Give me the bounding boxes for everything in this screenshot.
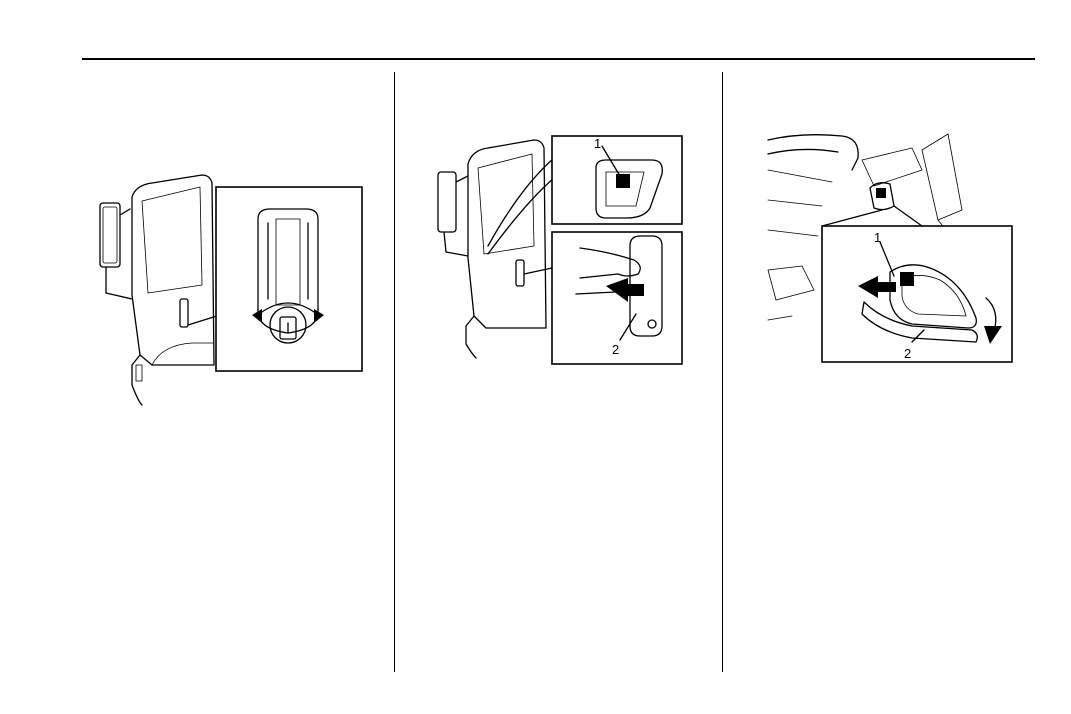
- figure-exterior-handle: 1 2: [430, 128, 690, 368]
- truck-cab-drawing: [100, 175, 220, 405]
- header-rule: [82, 58, 1035, 60]
- column-divider-right: [722, 72, 723, 672]
- lock-detail-inset: [216, 187, 362, 371]
- callout-2: 2: [904, 346, 911, 361]
- truck-cab-drawing: [438, 140, 554, 358]
- column-divider-left: [394, 72, 395, 672]
- callout-1: 1: [594, 136, 601, 151]
- handle-lock-inset: 1: [552, 136, 682, 224]
- callout-2: 2: [612, 342, 619, 357]
- figure-interior-handle: 1 2: [762, 130, 1022, 370]
- callout-1: 1: [874, 230, 881, 245]
- handle-pull-inset: 2: [552, 232, 682, 364]
- figure-exterior-key-lock: [92, 165, 367, 410]
- interior-handle-inset: 1 2: [822, 226, 1012, 362]
